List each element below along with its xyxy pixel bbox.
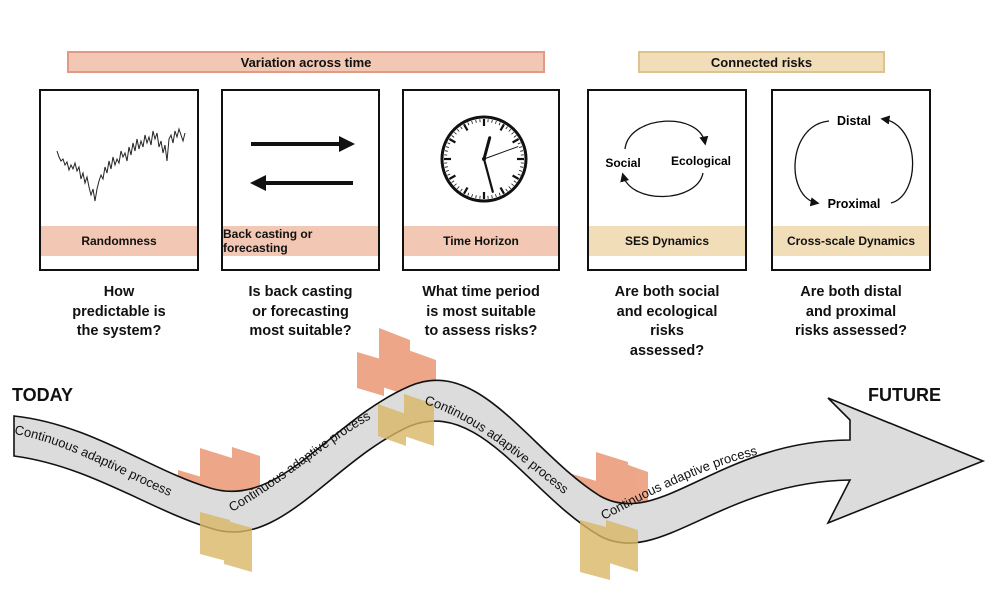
question-randomness: How predictable is the system? [72, 284, 166, 339]
timeline-band [13, 379, 986, 544]
panel-back-casting: Back casting or forecasting [221, 89, 380, 271]
question-ses-dynamics: Are both social and ecological risks ass… [614, 284, 720, 359]
panel-ses-dynamics: Social Ecological SES Dynamics [587, 89, 747, 271]
label-randomness: Randomness [41, 226, 197, 256]
ses-social-label: Social [605, 156, 640, 170]
random-walk-icon [56, 127, 186, 202]
header-variation-across-time: Variation across time [67, 51, 545, 73]
cycle-arrows-icon [620, 120, 709, 198]
scale-distal-label: Distal [837, 114, 871, 128]
timeline-start-label: TODAY [12, 385, 74, 405]
forward-arrow-icon [251, 136, 355, 152]
cycle-arrows-icon [794, 115, 914, 207]
panel-randomness: Randomness [39, 89, 199, 271]
ses-ecological-label: Ecological [671, 154, 731, 168]
timeline-end-label: FUTURE [868, 385, 941, 405]
question-time-horizon: What time period is most suitable to ass… [422, 284, 540, 339]
scale-proximal-label: Proximal [828, 197, 881, 211]
question-back-casting: Is back casting or forecasting most suit… [248, 284, 353, 339]
label-back-casting: Back casting or forecasting [223, 226, 378, 256]
label-time-horizon: Time Horizon [404, 226, 558, 256]
tan-blocks-3 [580, 520, 638, 580]
label-ses-dynamics: SES Dynamics [589, 226, 745, 256]
backward-arrow-icon [250, 175, 353, 191]
panel-time-horizon: Time Horizon [402, 89, 560, 271]
label-cross-scale: Cross-scale Dynamics [773, 226, 929, 256]
clock-icon [440, 115, 528, 203]
header-connected-risks: Connected risks [638, 51, 885, 73]
panel-cross-scale: Distal Proximal Cross-scale Dynamics [771, 89, 931, 271]
tan-blocks-2 [378, 394, 434, 446]
question-cross-scale: Are both distal and proximal risks asses… [794, 284, 908, 339]
tan-blocks-1 [200, 512, 252, 572]
